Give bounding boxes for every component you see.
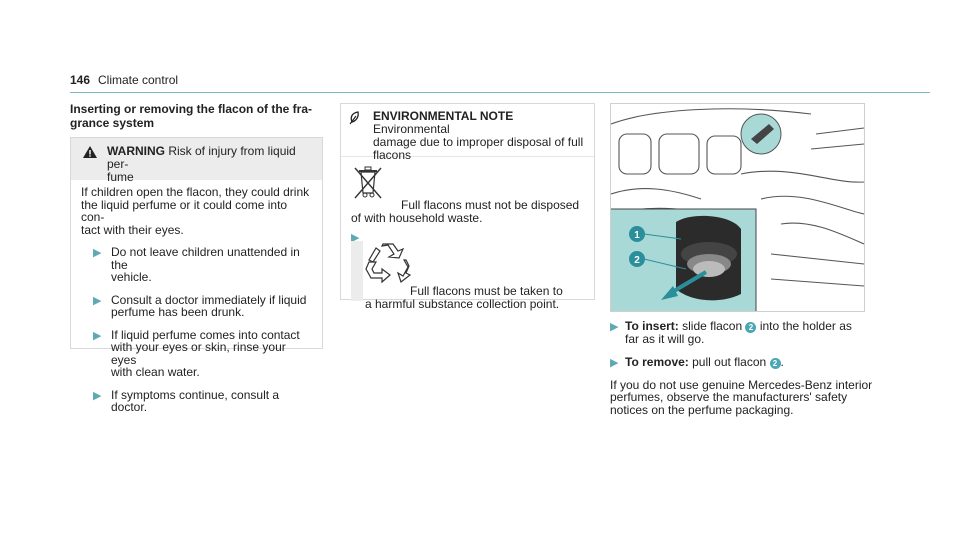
step-bar	[351, 241, 363, 301]
leaf-icon	[349, 111, 361, 128]
remove-step: ▶ To remove: pull out flacon 2.	[610, 354, 784, 369]
warning-step: ▶ If symptoms continue, consult a doctor…	[93, 387, 280, 414]
callout-badge: 2	[745, 322, 757, 333]
step-arrow-icon: ▶	[610, 321, 619, 333]
callout-2: 2	[634, 255, 640, 266]
crossed-bin-icon	[351, 165, 385, 204]
insert-step: ▶ To insert: slide flacon 2 into the hol…	[610, 319, 852, 346]
environmental-note-box: ENVIRONMENTAL NOTE Environmental damage …	[340, 103, 595, 311]
step-arrow-icon: ▶	[351, 232, 360, 244]
warning-box: WARNING Risk of injury from liquid per- …	[70, 137, 323, 413]
environmental-label: ENVIRONMENTAL NOTE	[373, 109, 514, 123]
step-arrow-icon: ▶	[610, 356, 619, 369]
dashboard-illustration: 1 2	[611, 108, 864, 311]
warning-paragraph: If children open the flacon, they could …	[81, 185, 310, 237]
step-arrow-icon: ▶	[93, 247, 102, 259]
warning-body: If children open the flacon, they could …	[71, 180, 322, 414]
warning-step: ▶ Do not leave children unattended in th…	[93, 245, 300, 284]
disposal-text: Full flacons must not be disposed of wit…	[351, 198, 580, 225]
perfume-note: If you do not use genuine Mercedes-Benz …	[610, 377, 873, 417]
warning-triangle-icon	[83, 146, 97, 161]
recycle-text: Full flacons must be taken to a harmful …	[365, 284, 563, 311]
fragrance-flacon-figure: 1 2	[610, 103, 865, 312]
instructions: ▶ To insert: slide flacon 2 into the hol…	[610, 320, 880, 416]
callout-1: 1	[634, 230, 640, 241]
page-number: 146	[70, 73, 91, 87]
page-header: 146 Climate control	[70, 70, 930, 93]
warning-step: ▶ Consult a doctor immediately if liquid…	[93, 292, 307, 319]
recycle-icon	[365, 242, 412, 287]
step-arrow-icon: ▶	[93, 294, 102, 307]
step-arrow-icon: ▶	[93, 329, 102, 342]
step-arrow-icon: ▶	[93, 389, 102, 402]
environmental-header: ENVIRONMENTAL NOTE Environmental damage …	[341, 104, 594, 162]
warning-label: WARNING	[107, 144, 165, 158]
warning-header: WARNING Risk of injury from liquid per- …	[71, 138, 322, 184]
section-title: Inserting or removing the flacon of the …	[70, 102, 313, 130]
chapter-title: Climate control	[98, 73, 179, 87]
callout-badge: 2	[769, 357, 781, 369]
